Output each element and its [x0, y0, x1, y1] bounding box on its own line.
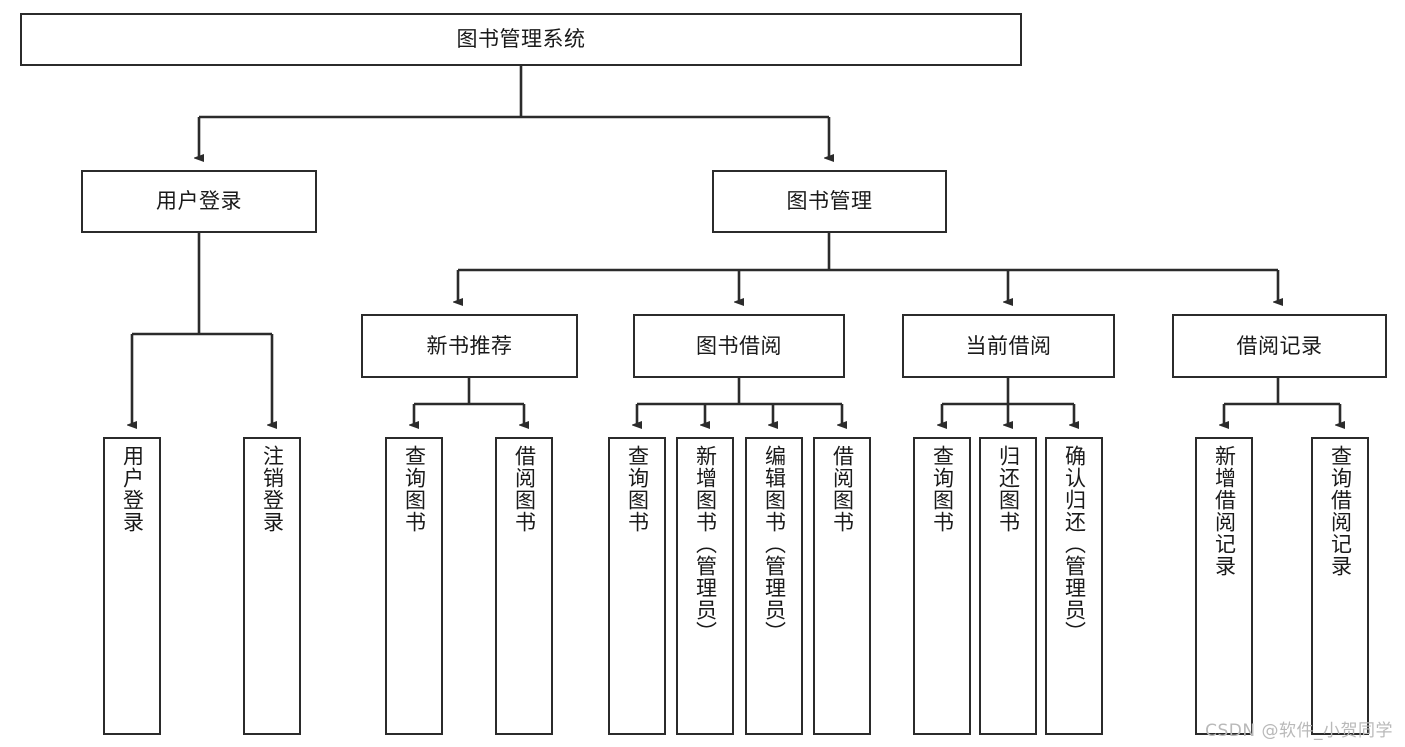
- node-root-book-management-system[interactable]: 图书管理系统: [20, 13, 1022, 66]
- watermark-text: CSDN @软件_小贺同学: [1205, 721, 1393, 741]
- node-label: 查询借阅记录: [1328, 445, 1353, 577]
- node-book-management[interactable]: 图书管理: [712, 170, 947, 233]
- node-label: 当前借阅: [965, 333, 1052, 358]
- node-label: 新增图书（管理员）: [693, 445, 718, 643]
- node-label: 注销登录: [260, 445, 285, 533]
- node-label: 用户登录: [120, 445, 145, 533]
- leaf-user-login-logout[interactable]: 注销登录: [243, 437, 301, 735]
- node-current-borrow[interactable]: 当前借阅: [902, 314, 1115, 378]
- node-label: 查询图书: [930, 445, 955, 533]
- leaf-new-book-query-book[interactable]: 查询图书: [385, 437, 443, 735]
- node-label: 借阅图书: [830, 445, 855, 533]
- leaf-user-login-login[interactable]: 用户登录: [103, 437, 161, 735]
- node-label: 图书管理: [786, 189, 873, 214]
- leaf-new-book-borrow-book[interactable]: 借阅图书: [495, 437, 553, 735]
- leaf-book-borrow-query-book[interactable]: 查询图书: [608, 437, 666, 735]
- leaf-book-borrow-borrow-book[interactable]: 借阅图书: [813, 437, 871, 735]
- node-book-borrow[interactable]: 图书借阅: [633, 314, 845, 378]
- leaf-book-borrow-add-book-admin[interactable]: 新增图书（管理员）: [676, 437, 734, 735]
- node-label: 新增借阅记录: [1212, 445, 1237, 577]
- node-label: 查询图书: [625, 445, 650, 533]
- leaf-borrow-record-add-record[interactable]: 新增借阅记录: [1195, 437, 1253, 735]
- leaf-current-borrow-return-book[interactable]: 归还图书: [979, 437, 1037, 735]
- leaf-book-borrow-edit-book-admin[interactable]: 编辑图书（管理员）: [745, 437, 803, 735]
- node-new-book-recommend[interactable]: 新书推荐: [361, 314, 578, 378]
- leaf-borrow-record-query-record[interactable]: 查询借阅记录: [1311, 437, 1369, 735]
- leaf-current-borrow-query-book[interactable]: 查询图书: [913, 437, 971, 735]
- node-label: 查询图书: [402, 445, 427, 533]
- node-label: 确认归还（管理员）: [1062, 445, 1087, 643]
- node-label: 新书推荐: [426, 333, 513, 358]
- node-label: 借阅记录: [1236, 333, 1323, 358]
- leaf-current-borrow-confirm-return-admin[interactable]: 确认归还（管理员）: [1045, 437, 1103, 735]
- node-label: 图书借阅: [696, 333, 782, 358]
- node-label: 归还图书: [996, 445, 1021, 533]
- node-user-login[interactable]: 用户登录: [81, 170, 317, 233]
- node-label: 用户登录: [156, 189, 242, 214]
- node-label: 借阅图书: [512, 445, 537, 533]
- node-label: 编辑图书（管理员）: [762, 445, 787, 643]
- node-label: 图书管理系统: [456, 27, 586, 52]
- node-borrow-record[interactable]: 借阅记录: [1172, 314, 1387, 378]
